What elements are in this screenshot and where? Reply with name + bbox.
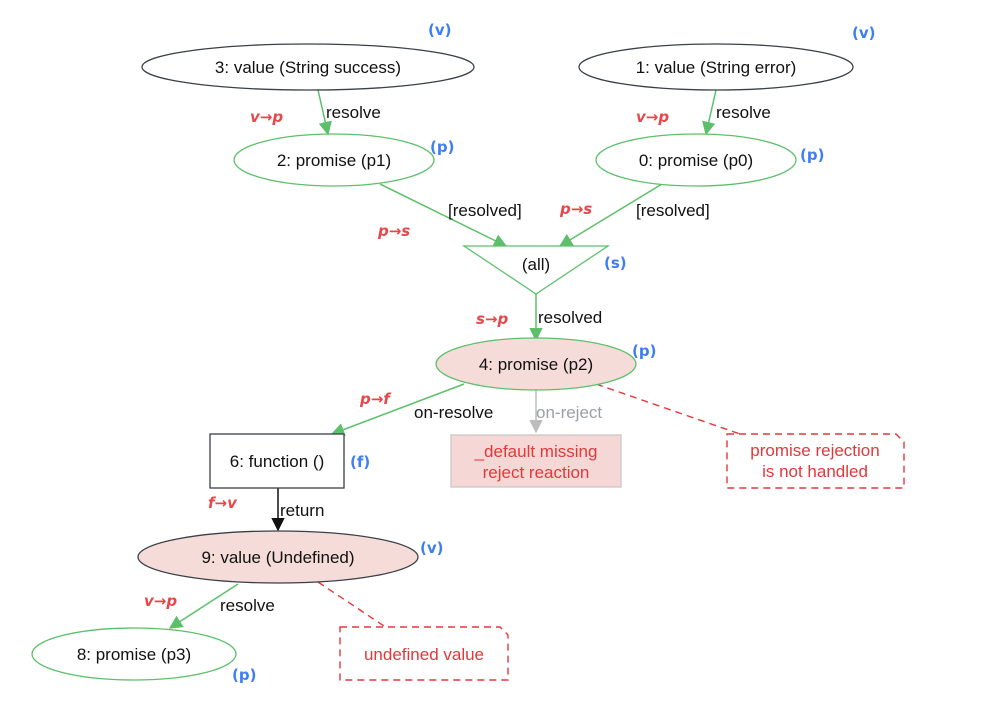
node-kind-tag: (v) xyxy=(852,24,876,42)
edge-annotation: p→f xyxy=(359,390,392,408)
node-kind-tag: (v) xyxy=(428,21,452,39)
node-label: 1: value (String error) xyxy=(636,58,797,77)
node-label: 6: function () xyxy=(230,452,325,471)
node-label: 9: value (Undefined) xyxy=(201,548,354,567)
edge-n9-n8: resolve v→p xyxy=(144,583,275,629)
node-function[interactable]: 6: function () (f) xyxy=(209,433,370,489)
node-label-line: reject reaction xyxy=(483,463,590,482)
warning-note-unhandled-rejection: promise rejection is not handled xyxy=(726,433,905,489)
warning-note-undefined-value: undefined value xyxy=(339,626,509,681)
node-promise-p3[interactable]: 8: promise (p3) (p) xyxy=(31,627,256,684)
warning-text-line: undefined value xyxy=(364,645,484,664)
node-promise-p0[interactable]: 0: promise (p0) (p) xyxy=(595,133,824,187)
warning-text-line: is not handled xyxy=(762,462,868,481)
edge-label: resolve xyxy=(326,103,381,122)
node-label-line: _default missing xyxy=(474,442,598,461)
node-label: 2: promise (p1) xyxy=(277,151,391,170)
edge-label: resolved xyxy=(538,308,602,327)
node-label: (all) xyxy=(522,255,550,274)
node-label: 0: promise (p0) xyxy=(639,151,753,170)
node-kind-tag: (p) xyxy=(232,666,256,684)
node-label: 4: promise (p2) xyxy=(479,355,593,374)
edge-annotation: v→p xyxy=(144,592,177,610)
edge-annotation: v→p xyxy=(250,108,283,126)
edge-n2-all: [resolved] p→s xyxy=(377,183,522,247)
edge-label: [resolved] xyxy=(448,201,522,220)
node-promise-p2[interactable]: 4: promise (p2) (p) xyxy=(435,337,656,391)
edge-annotation: f→v xyxy=(208,494,238,512)
edge-n6-n9: return f→v xyxy=(208,488,324,532)
node-kind-tag: (p) xyxy=(800,146,824,164)
warning-connector xyxy=(595,383,741,435)
edge-n4-default: on-reject xyxy=(529,390,602,434)
node-kind-tag: (p) xyxy=(430,138,454,156)
edge-n0-all: [resolved] p→s xyxy=(558,183,710,247)
edge-annotation: p→s xyxy=(559,200,592,218)
edge-label: on-resolve xyxy=(414,403,493,422)
node-label: 8: promise (p3) xyxy=(77,645,191,664)
node-kind-tag: (s) xyxy=(604,254,627,272)
edge-n1-n0: resolve v→p xyxy=(636,89,771,136)
node-kind-tag: (p) xyxy=(632,342,656,360)
node-kind-tag: (f) xyxy=(350,453,370,471)
node-value-string-error[interactable]: 1: value (String error) (v) xyxy=(578,24,876,91)
node-label: 3: value (String success) xyxy=(215,58,401,77)
edge-label: on-reject xyxy=(536,403,602,422)
node-value-string-success[interactable]: 3: value (String success) (v) xyxy=(141,21,475,91)
edge-annotation: s→p xyxy=(476,310,508,328)
node-kind-tag: (v) xyxy=(420,539,444,557)
warning-text-line: promise rejection xyxy=(750,441,879,460)
edge-n4-n6: on-resolve p→f xyxy=(330,383,493,437)
edge-label: resolve xyxy=(220,596,275,615)
edge-annotation: p→s xyxy=(377,222,410,240)
edge-label: [resolved] xyxy=(636,201,710,220)
node-promise-p1[interactable]: 2: promise (p1) (p) xyxy=(233,133,454,187)
node-value-undefined[interactable]: 9: value (Undefined) (v) xyxy=(137,530,444,584)
edge-all-n4: resolved s→p xyxy=(476,294,602,342)
warning-connector xyxy=(317,581,385,627)
edge-annotation: v→p xyxy=(636,108,669,126)
edge-n3-n2: resolve v→p xyxy=(250,89,381,136)
node-default-reject-reaction[interactable]: _default missing reject reaction xyxy=(450,434,622,488)
edge-label: resolve xyxy=(716,103,771,122)
node-all[interactable]: (all) (s) xyxy=(461,245,627,295)
edge-label: return xyxy=(280,501,324,520)
